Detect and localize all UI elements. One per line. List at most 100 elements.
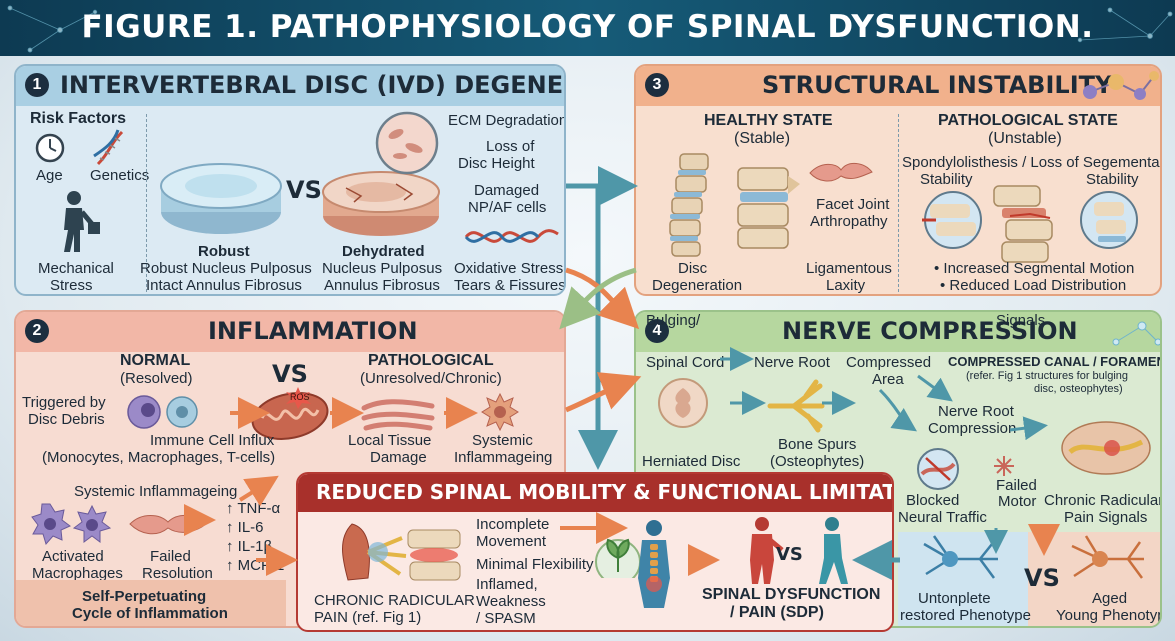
spurs-line1: Bone Spurs [778, 436, 857, 453]
chronic-pain-line2: Pain Signals [1064, 509, 1148, 526]
loss-line1: Loss of [486, 138, 535, 155]
dehydrated-title: Dehydrated [342, 243, 425, 260]
ecm-degradation-label: ECM Degradation [448, 112, 566, 129]
panel-number: 3 [645, 73, 669, 97]
clock-icon [35, 133, 65, 163]
failed-motor-line3: Signals [996, 312, 1046, 329]
activated-line1: Activated [42, 548, 104, 565]
incomplete-line2: Movement [476, 533, 547, 550]
worker-lifting-icon [64, 191, 100, 252]
arrow-ivd-to-nerve [565, 267, 640, 330]
zoom-circle-right [1080, 191, 1138, 249]
ligamentous-line2: Laxity [826, 277, 866, 294]
robust-af: Intact Annulus Fibrosus [146, 277, 302, 294]
bulging-line2: Herniated Disc [642, 453, 741, 470]
compressed-foramen-illustration [1061, 421, 1151, 475]
blocked-line2: Neural Traffic [898, 509, 987, 526]
dehydrated-af: Annulus Fibrosus [324, 277, 440, 294]
neuron-blue-icon [923, 535, 998, 579]
nrc-line2: Compression [928, 420, 1017, 437]
vs-label: VS [272, 360, 308, 388]
robust-title: Robust [198, 243, 250, 260]
inflammation-title-bar [16, 312, 564, 352]
chronic-radicular-line1: CHRONIC RADICULAR [314, 592, 475, 609]
human-spine-figure-icon [638, 520, 670, 608]
disc-degeneration-line1: Disc [678, 260, 708, 277]
aged-line2: Young Phenotype [1056, 607, 1160, 624]
mobility-title: REDUCED SPINAL MOBILITY & FUNCTIONAL LIM… [316, 480, 894, 504]
lumbar-spine-illustration [669, 153, 709, 257]
failed-line1: Failed [150, 548, 191, 565]
nerve-fiber-icon [994, 456, 1014, 476]
pathological-state-sub: (Unstable) [988, 130, 1062, 147]
vs-label: VS [286, 176, 322, 204]
inflamed-joint-illustration [407, 529, 461, 581]
failed-motor-line2: Motor [998, 493, 1037, 510]
figure-header: FIGURE 1. PATHOPHYSIOLOGY OF SPINAL DYSF… [0, 0, 1175, 56]
chronic-pain-line1: Chronic Radicular [1044, 492, 1162, 509]
cycle-line1: Self-Perpetuating [82, 588, 207, 605]
immune-cells-icon [127, 395, 198, 429]
damaged-line2: NP/AF cells [468, 199, 547, 216]
pathological-sub: (Unresolved/Chronic) [360, 370, 502, 387]
activated-line2: Macrophages [32, 565, 123, 582]
divider [898, 114, 899, 292]
refer-line1: (refer. Fig 1 structures for bulging [966, 370, 1129, 382]
immune-cells-list: (Monocytes, Macrophages, T-cells) [42, 449, 276, 466]
aged-line1: Aged [1092, 590, 1128, 607]
loss-line2: Disc Height [458, 155, 535, 172]
nrc-line1: Nerve Root [938, 403, 1014, 420]
panel-number: 2 [25, 319, 49, 343]
stability-label-left: Stability [920, 171, 973, 188]
cycle-line2: Cycle of Inflammation [72, 605, 228, 622]
dna-strand-icon [464, 229, 559, 243]
degenerated-disc-illustration [322, 171, 440, 236]
healthy-state-title: HEALTHY STATE [704, 112, 833, 129]
person-back-pain-icon [750, 517, 784, 584]
spinal-cord-label: Spinal Cord [646, 354, 725, 371]
local-line1: Local Tissue [348, 432, 432, 449]
arrow-instability-to-inflammation [559, 267, 637, 330]
healthy-disc-illustration [160, 163, 282, 234]
neuron-orange-icon [1071, 535, 1144, 579]
bullet-load-distribution: • Reduced Load Distribution [940, 277, 1127, 294]
facet-line2: Arthropathy [810, 213, 888, 230]
sdp-line1: SPINAL DYSFUNCTION [702, 586, 881, 603]
ivd-degeneration-panel: 1 INTERVERTEBRAL DISC (IVD) DEGENERATION… [14, 64, 566, 296]
mechanical-line2: Stress [50, 277, 93, 294]
inflamed-line2: Weakness [476, 593, 546, 610]
inflamed-line1: Inflamed, [476, 576, 538, 593]
damaged-line1: Damaged [474, 182, 540, 199]
failed-line2: Resolution [142, 565, 213, 582]
systemic-inflammageing-loop: Systemic Inflammageing [74, 483, 238, 500]
structural-instability-panel: 3 STRUCTURAL INSTABILITY HEALTHY STATE (… [634, 64, 1162, 296]
instability-title: STRUCTURAL INSTABILITY [762, 71, 1113, 99]
immune-influx-label: Immune Cell Influx [150, 432, 275, 449]
vertebra-closeup-illustration [737, 167, 800, 249]
ivd-title: INTERVERTEBRAL DISC (IVD) DEGENERATION [60, 71, 564, 99]
normal-sub: (Resolved) [120, 370, 193, 387]
ligamentous-line1: Ligamentous [806, 260, 892, 277]
systemic-line2: Inflammageing [454, 449, 553, 466]
spondylolisthesis-label: Spondylolisthesis / Loss of Segemental [902, 154, 1162, 171]
canal-foramen-title: COMPRESSED CANAL / FORAMEN [948, 354, 1162, 369]
vs-label: VS [1024, 564, 1060, 592]
arrow-inflammation-to-nerve [565, 372, 642, 413]
spurs-line2: (Osteophytes) [770, 453, 865, 470]
untonplete-line1: Untonplete [918, 590, 991, 607]
nerve-root-label: Nerve Root [754, 354, 830, 371]
stability-label-right: Stability [1086, 171, 1139, 188]
dehydrated-np: Nucleus Pulposus [322, 260, 443, 277]
tears-fissures-label: Tears & Fissures [454, 277, 566, 294]
oxidative-stress-label: Oxidative Stress [454, 260, 564, 277]
fibroblast-cell-icon [809, 163, 873, 182]
figure-title: FIGURE 1. PATHOPHYSIOLOGY OF SPINAL DYSF… [81, 9, 1094, 45]
spinal-cord-cross-section [658, 378, 708, 428]
chronic-radicular-line2: PAIN (ref. Fig 1) [314, 609, 422, 626]
refer-line2: disc, osteophytes) [1034, 383, 1123, 395]
cytokine-il6: ↑ IL-6 [226, 519, 264, 536]
activated-macrophages-icon [31, 503, 112, 546]
genetics-label: Genetics [90, 167, 150, 184]
mechanical-line1: Mechanical [38, 260, 114, 277]
ros-label: ROS [290, 392, 310, 402]
